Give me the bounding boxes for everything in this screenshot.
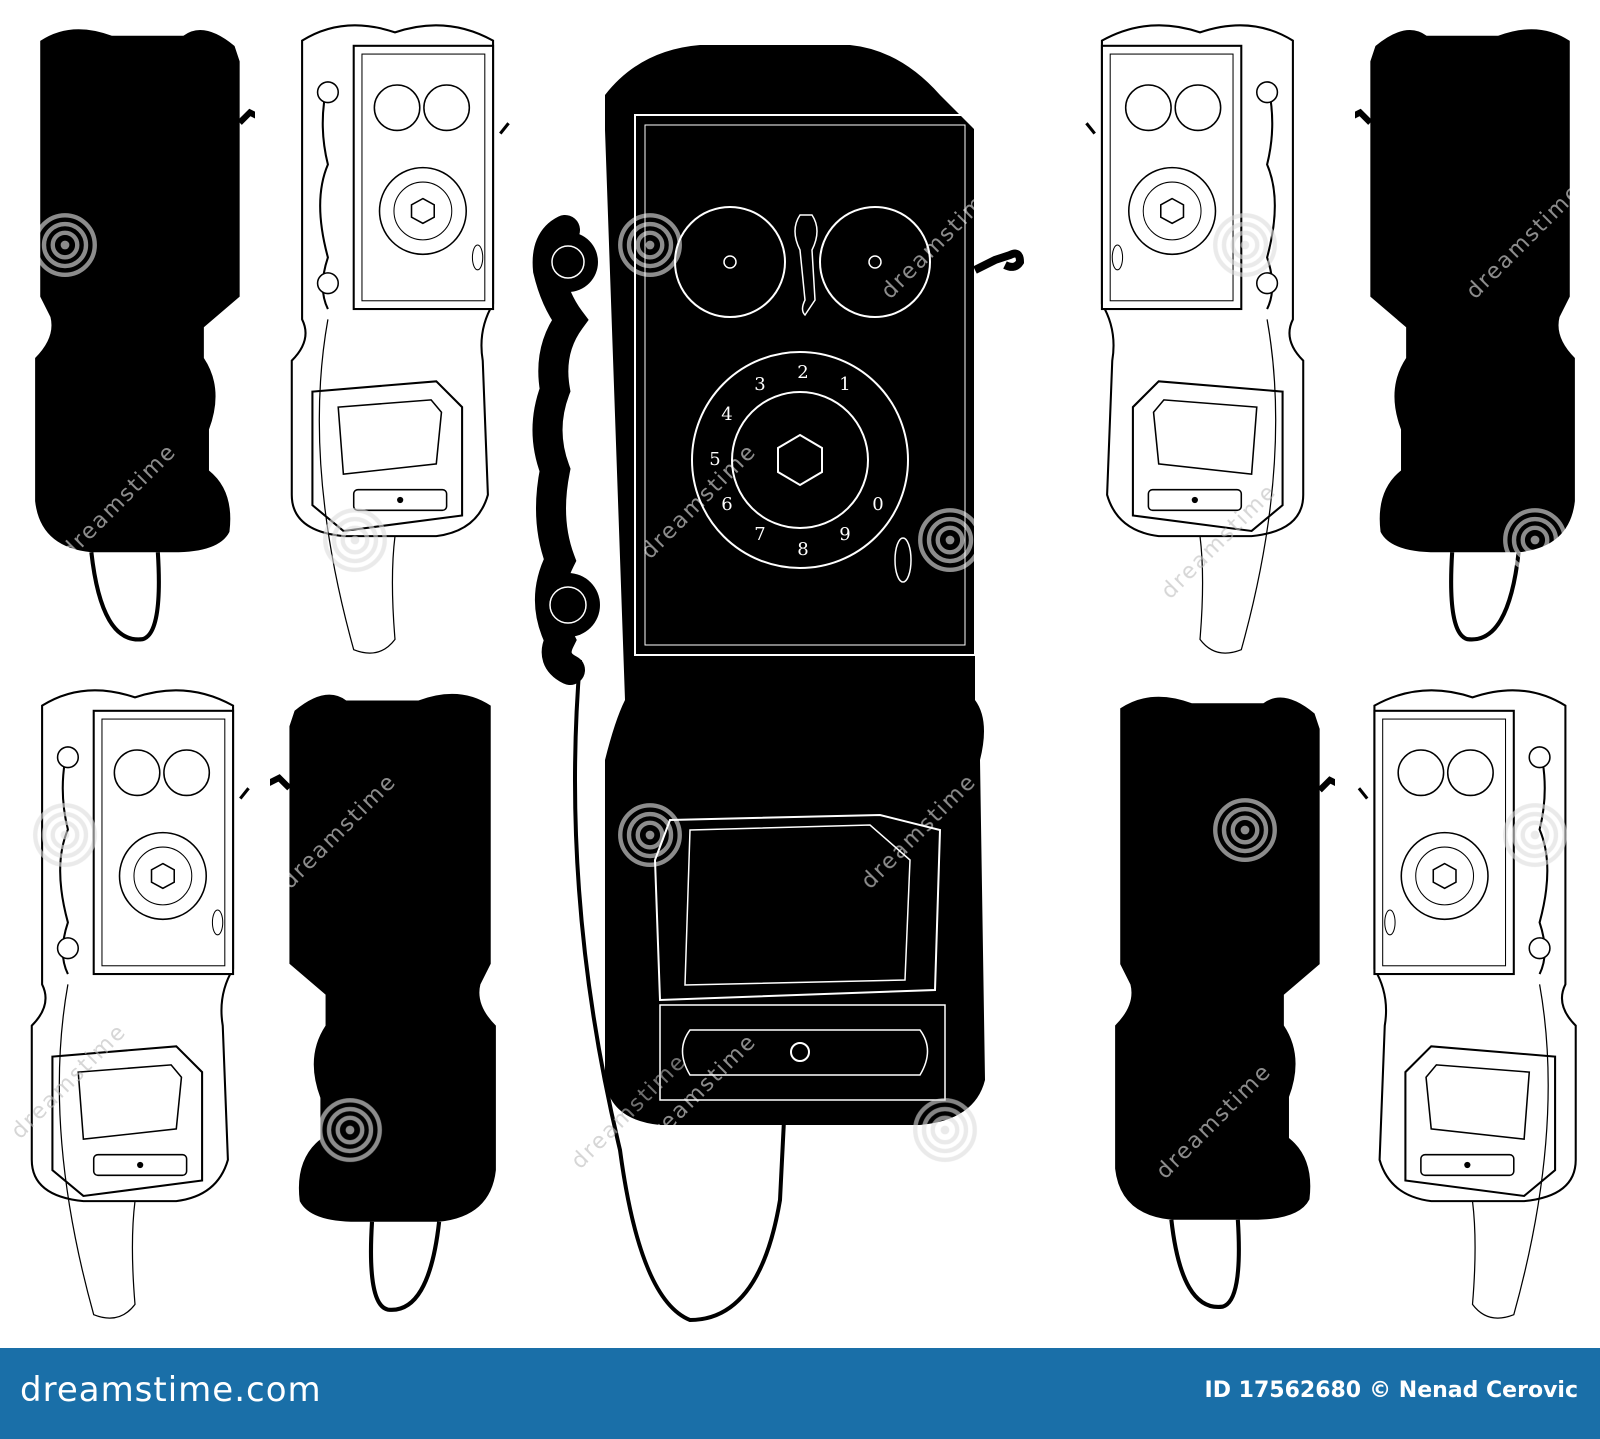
dial-digit-6: 6 (721, 494, 732, 515)
dial-digit-9: 9 (839, 524, 850, 545)
phone-silhouette-bottom-right (1115, 697, 1340, 1307)
telephone-illustration: 1 2 3 4 5 6 7 8 9 0 (6, 23, 1578, 1323)
footer-logo: dreamstime.com (20, 1370, 322, 1410)
dial-digits: 1 2 3 4 5 6 7 8 9 0 (709, 362, 883, 560)
watermark-spiral-icon (915, 1100, 975, 1160)
watermark-spiral-icon (920, 510, 980, 570)
dial-digit-5: 5 (709, 449, 720, 470)
dial-digit-8: 8 (797, 539, 808, 560)
watermark-spiral-icon (620, 805, 680, 865)
dial-digit-2: 2 (797, 362, 808, 383)
dial-digit-3: 3 (754, 374, 765, 395)
phone-outline-top-left (290, 23, 510, 655)
dial-digit-4: 4 (721, 404, 732, 425)
dial-digit-7: 7 (754, 524, 765, 545)
footer-bar: dreamstime.com ID 17562680 © Nenad Cerovi… (0, 1348, 1600, 1439)
watermark-spiral-icon (325, 510, 385, 570)
watermark-spiral-icon (320, 1100, 380, 1160)
watermark-spiral-icon (1215, 800, 1275, 860)
phone-silhouette-top-right (1350, 29, 1575, 639)
watermark-spiral-icon (1505, 805, 1565, 865)
image-id: ID 17562680 (1204, 1378, 1362, 1403)
watermark-spiral-icon (1215, 215, 1275, 275)
watermark-spiral-icon (35, 805, 95, 865)
phone-outline-bottom-left (30, 688, 251, 1320)
watermark-spiral-icon (1505, 510, 1565, 570)
phone-large-center: 1 2 3 4 5 6 7 8 9 0 (532, 45, 1025, 1323)
dial-digit-1: 1 (839, 374, 850, 395)
dial-digit-0: 0 (872, 494, 883, 515)
phone-outline-bottom-right (1357, 688, 1578, 1320)
author-credit: © Nenad Cerovic (1369, 1378, 1578, 1403)
footer-credit: ID 17562680 © Nenad Cerovic (1197, 1378, 1578, 1403)
watermark-spiral-icon (620, 215, 680, 275)
watermark-spiral-icon (35, 215, 95, 275)
